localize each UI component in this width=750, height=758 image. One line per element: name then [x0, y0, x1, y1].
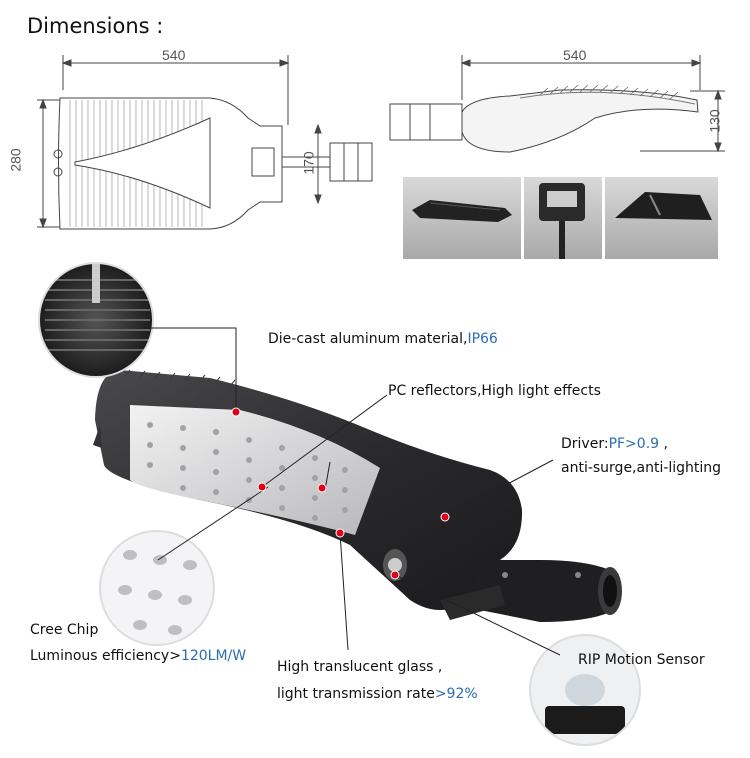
callout-chip: Luminous efficiency>120LM/W — [30, 648, 246, 664]
callout-chip-line2: Luminous efficiency> — [30, 648, 181, 664]
callout-driver-text: Driver: — [561, 436, 609, 452]
callout-glass-line1: High translucent glass , — [277, 659, 443, 675]
callout-material-highlight: IP66 — [467, 331, 498, 347]
callout-material: Die-cast aluminum material,IP66 — [268, 331, 498, 347]
dim-top-height: 280 — [7, 148, 24, 172]
callout-chip-line1: Cree Chip — [30, 622, 99, 638]
callout-glass: light transmission rate>92% — [277, 686, 478, 702]
callout-driver-line2: anti-surge,anti-lighting — [561, 460, 722, 476]
dim-top-neck: 170 — [300, 151, 317, 175]
callout-glass-highlight: >92% — [434, 686, 478, 702]
dim-side-width: 540 — [563, 47, 587, 63]
callout-reflectors: PC reflectors,High light effects — [388, 383, 601, 399]
dim-top-width: 540 — [162, 47, 186, 63]
callout-driver-highlight: PF>0.9 — [608, 436, 660, 452]
callout-driver-suffix: , — [659, 436, 668, 452]
page-title: Dimensions : — [27, 14, 164, 38]
callout-glass-line2: light transmission rate — [277, 686, 435, 702]
dim-side-height: 130 — [706, 109, 723, 133]
callout-chip-highlight: 120LM/W — [180, 648, 247, 664]
callout-driver: Driver:PF>0.9 , — [561, 436, 668, 452]
callout-material-text: Die-cast aluminum material, — [268, 331, 468, 347]
callout-sensor: RIP Motion Sensor — [578, 652, 705, 668]
